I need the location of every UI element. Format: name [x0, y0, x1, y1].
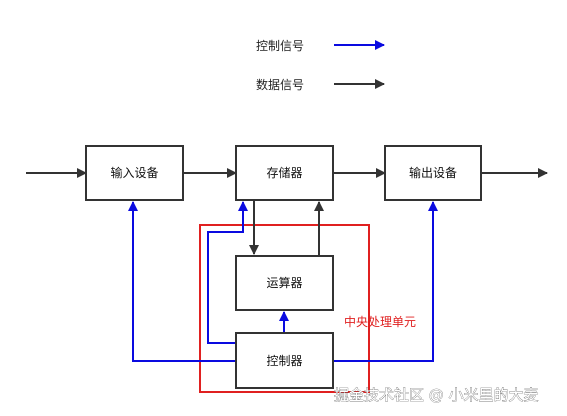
block-output-device: 输出设备 [384, 145, 482, 201]
cpu-group-label: 中央处理单元 [344, 314, 416, 329]
block-input-device: 输入设备 [85, 145, 184, 201]
block-controller-label: 控制器 [266, 354, 302, 368]
block-alu: 运算器 [235, 255, 334, 311]
control-line-input [128, 201, 236, 362]
control-line-memory [207, 201, 248, 344]
data-lines [26, 168, 548, 255]
cpu-group-border [199, 224, 370, 393]
legend-control-label: 控制信号 [256, 39, 304, 53]
block-controller: 控制器 [235, 332, 334, 389]
legend-data-label: 数据信号 [256, 77, 304, 92]
block-memory: 存储器 [235, 145, 334, 201]
control-line-output [332, 201, 438, 362]
block-input-label: 输入设备 [110, 165, 158, 180]
legend: 控制信号 数据信号 [256, 39, 385, 92]
watermark-text: 掘金技术社区 @ 小米里的大麦 [334, 386, 539, 404]
block-alu-label: 运算器 [266, 275, 302, 290]
control-lines [128, 201, 438, 362]
block-memory-label: 存储器 [266, 165, 302, 180]
block-output-label: 输出设备 [409, 165, 457, 180]
